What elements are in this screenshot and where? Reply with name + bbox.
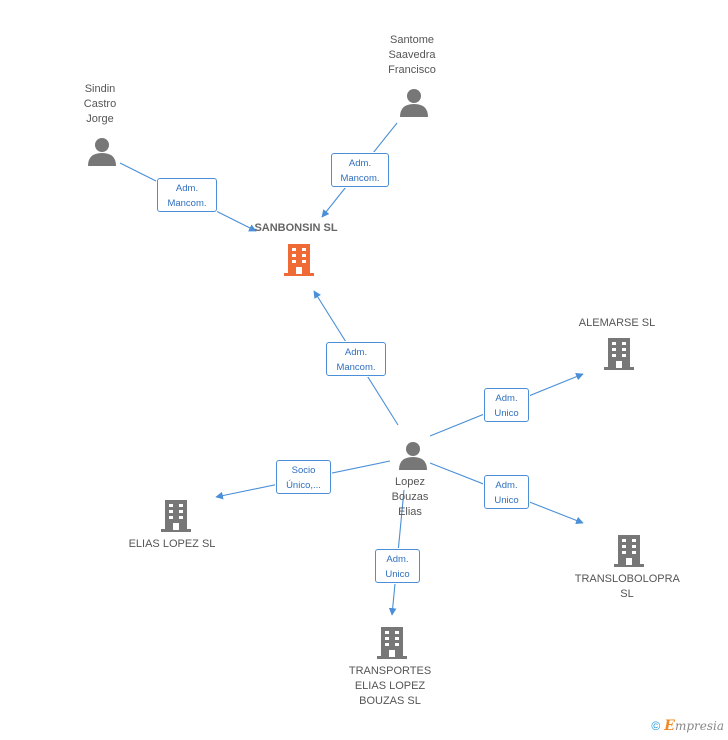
footer-brand: © Empresia [651, 718, 724, 734]
node-label-focal: SANBONSIN SL [254, 222, 338, 234]
relation-label-sindin-focal[interactable]: Adm. Mancom. [157, 178, 217, 212]
building-icon[interactable] [613, 533, 645, 567]
node-label-translobolopra: TRANSLOBOLOPRA SL [574, 573, 680, 600]
node-label-elias-lopez: ELIAS LOPEZ SL [128, 538, 216, 550]
node-label-santome: Santome Saavedra Francisco [388, 34, 436, 76]
node-label-alemarse: ALEMARSE SL [578, 317, 656, 329]
person-icon[interactable] [87, 136, 117, 166]
person-icon[interactable] [398, 440, 428, 470]
building-icon-focal[interactable] [283, 242, 315, 276]
brand-initial: E [664, 718, 675, 734]
person-icon[interactable] [399, 87, 429, 117]
node-label-lopez: Lopez Bouzas Elias [391, 476, 429, 518]
building-icon[interactable] [376, 625, 408, 659]
brand-logo[interactable]: Empresia [664, 718, 724, 734]
relation-label-lopez-alemarse[interactable]: Adm. Unico [484, 388, 529, 422]
relation-label-lopez-elias[interactable]: Socio Único,... [276, 460, 331, 494]
node-label-sindin: Sindin Castro Jorge [83, 83, 117, 125]
relation-label-lopez-translobolopra[interactable]: Adm. Unico [484, 475, 529, 509]
relation-label-lopez-focal[interactable]: Adm. Mancom. [326, 342, 386, 376]
brand-rest: mpresia [674, 719, 724, 733]
relation-label-lopez-transportes[interactable]: Adm. Unico [375, 549, 420, 583]
copyright-icon: © [651, 719, 661, 733]
relation-label-santome-focal[interactable]: Adm. Mancom. [331, 153, 389, 187]
building-icon[interactable] [160, 498, 192, 532]
building-icon[interactable] [603, 336, 635, 370]
node-label-transportes: TRANSPORTES ELIAS LOPEZ BOUZAS SL [348, 665, 432, 707]
